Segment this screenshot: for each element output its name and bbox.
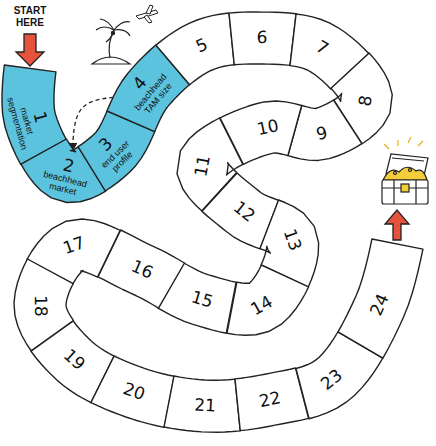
step-cell: 14 (225, 263, 311, 337)
step-cell: 21 (162, 374, 242, 434)
start-arrow (16, 34, 44, 66)
step-cell: 6 (227, 10, 298, 67)
cell-shape (164, 376, 240, 432)
step-cell: 20 (89, 354, 176, 429)
step-number: 18 (31, 274, 50, 337)
step-cell: 5 (154, 11, 236, 87)
cell-shape (227, 265, 309, 335)
cell-shape (91, 356, 174, 427)
cell-shape (338, 239, 423, 358)
cell-text-group: 18 (31, 274, 50, 337)
cell-text-group: 6 (234, 29, 290, 48)
cell-shape (229, 12, 296, 65)
step-number: 6 (234, 29, 290, 48)
label-box: START HERE (4, 5, 56, 28)
plane-illustration (136, 5, 158, 23)
treasure-chest (382, 137, 428, 204)
step-cell: 24 (336, 237, 425, 360)
cell-shape (156, 13, 234, 85)
cell-text-group: 21 (174, 396, 238, 417)
island-illustration (92, 19, 130, 64)
start-label: START HERE (4, 5, 56, 28)
step-number: 21 (174, 396, 238, 417)
finish-arrow (385, 210, 409, 240)
